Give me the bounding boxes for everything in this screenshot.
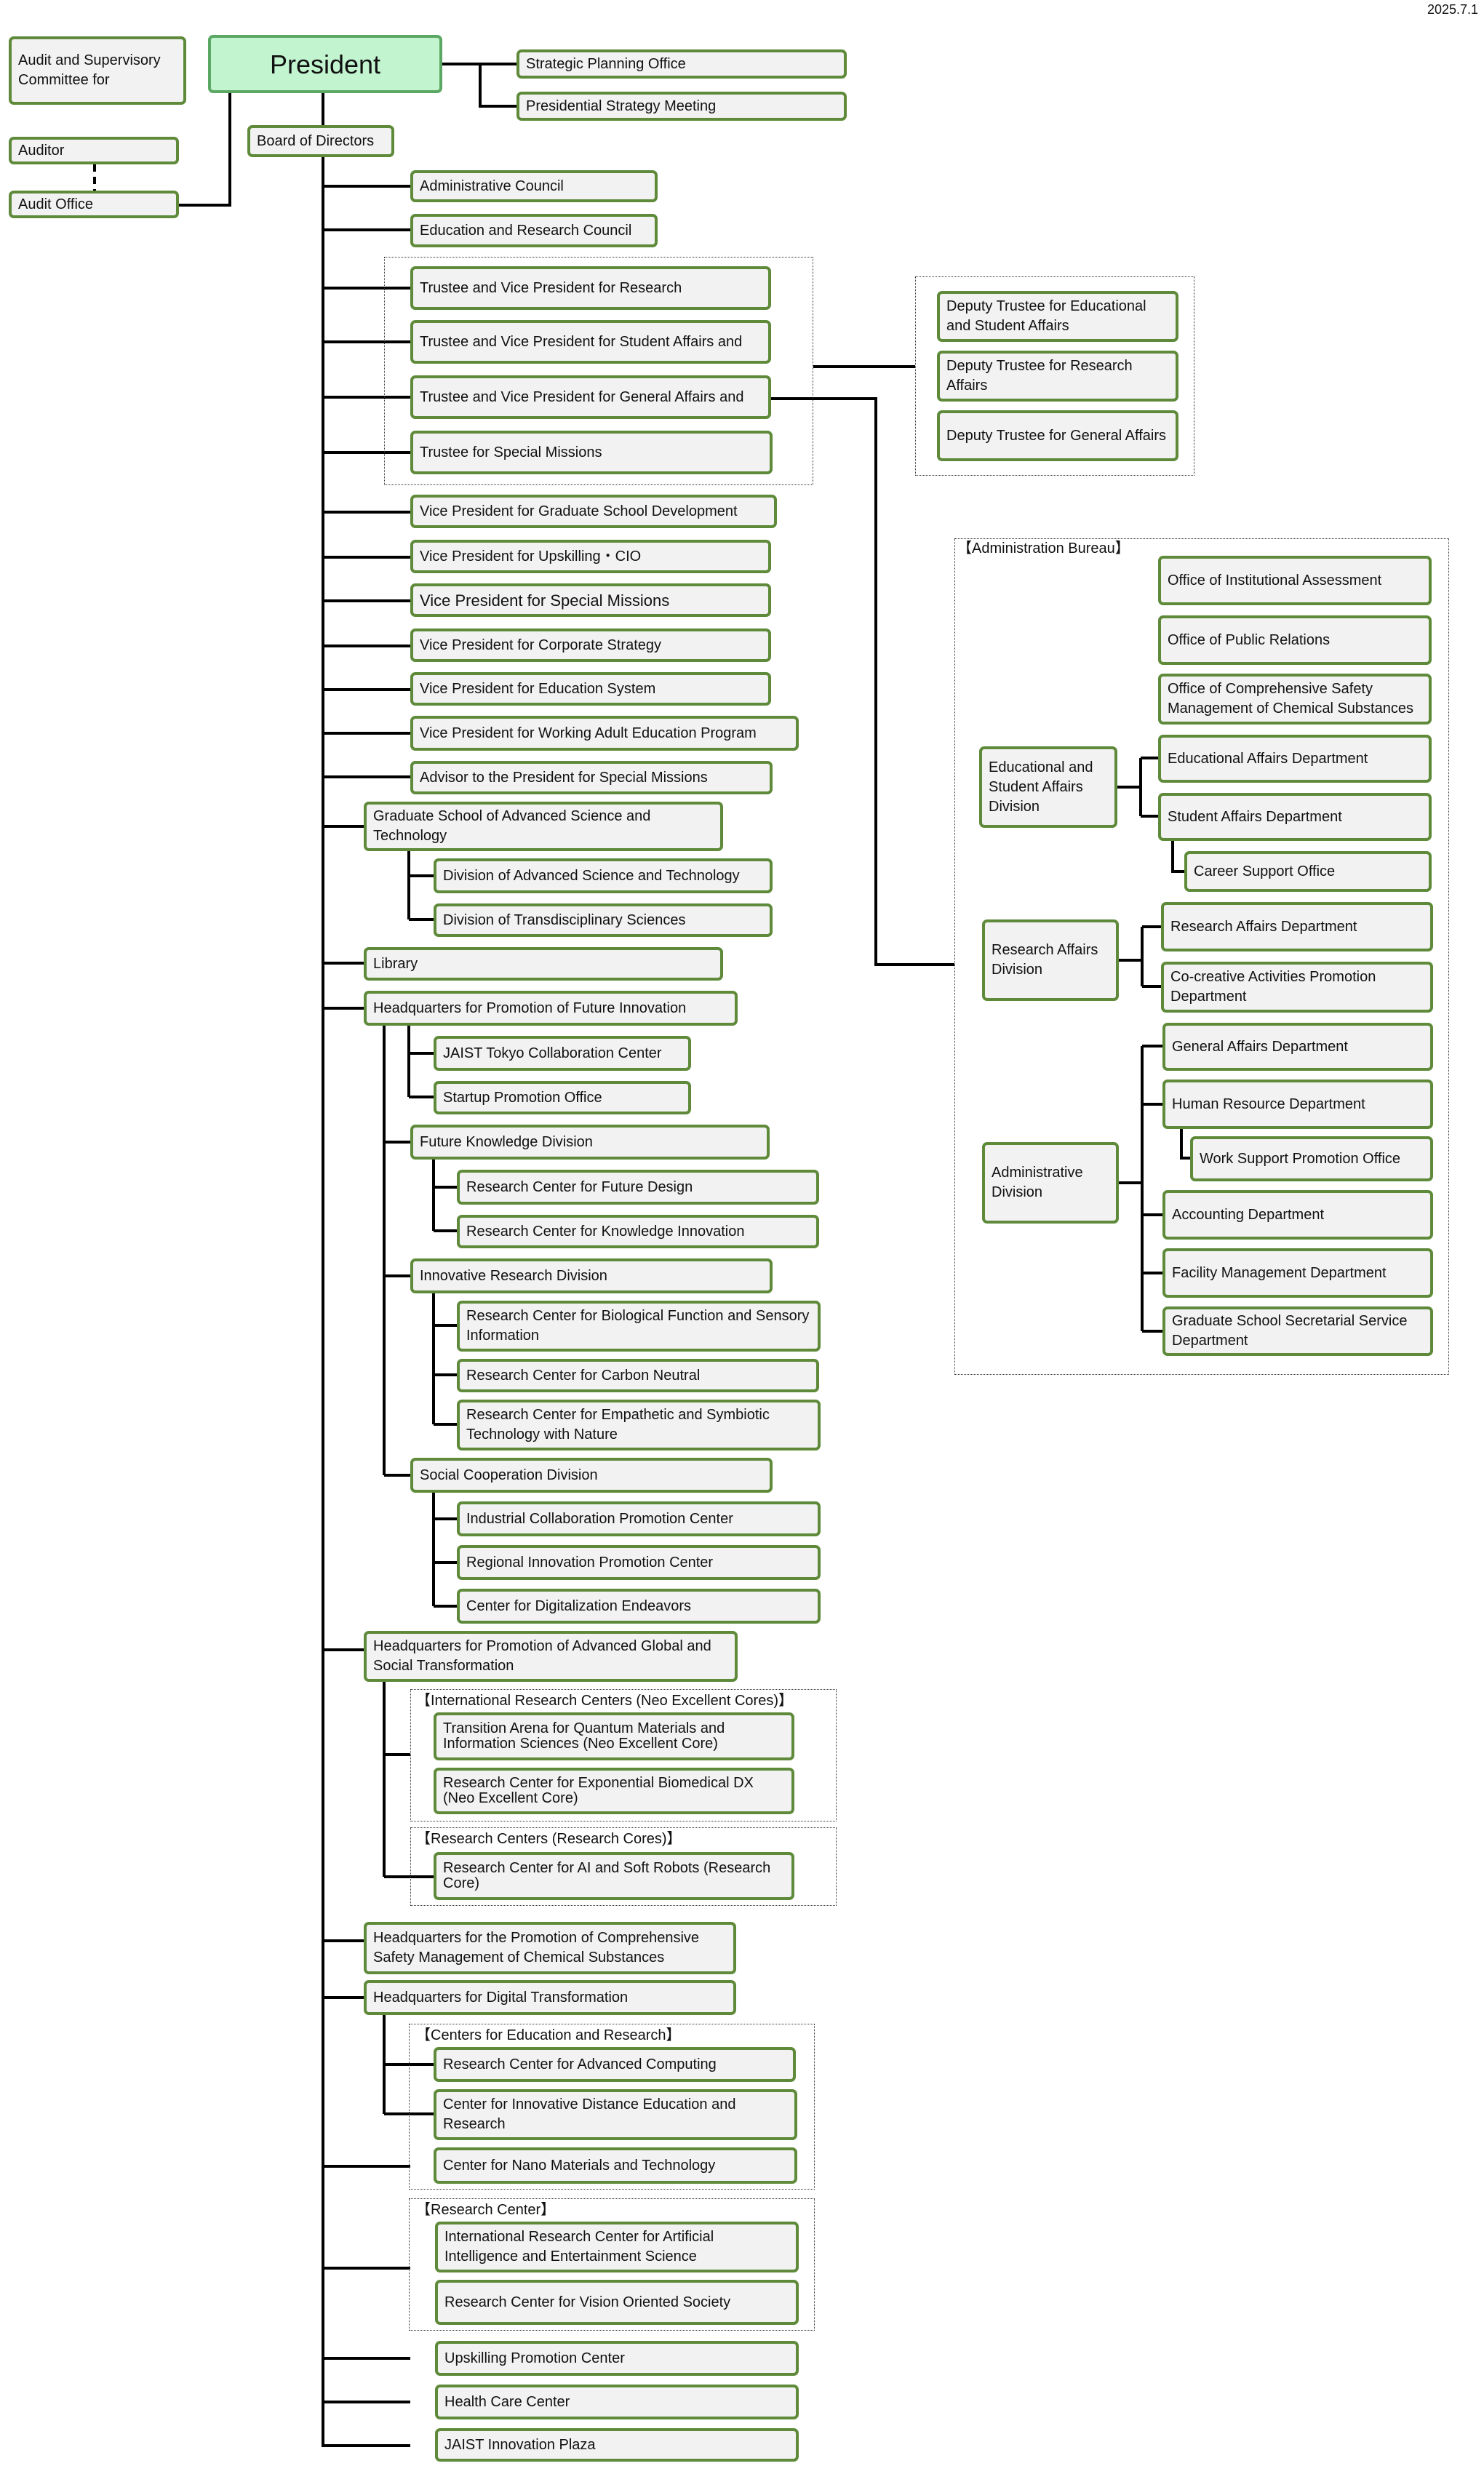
administrative-division-box: Administrative Division <box>982 1142 1119 1224</box>
ai-soft-robots-box: Research Center for AI and Soft Robots (… <box>434 1852 794 1900</box>
center-empathetic-technology-box: Research Center for Empathetic and Symbi… <box>457 1400 821 1451</box>
board-of-directors-box: Board of Directors <box>247 125 394 157</box>
library-box: Library <box>364 947 723 981</box>
human-resource-department-box: Human Resource Department <box>1162 1080 1433 1129</box>
research-affairs-division-box: Research Affairs Division <box>982 919 1119 1001</box>
office-institutional-assessment-box: Office of Institutional Assessment <box>1158 556 1432 605</box>
division-advanced-science-box: Division of Advanced Science and Technol… <box>434 858 773 893</box>
nano-materials-center-box: Center for Nano Materials and Technology <box>434 2147 797 2184</box>
strategic-planning-office-box: Strategic Planning Office <box>516 49 847 79</box>
co-creative-activities-department-box: Co-creative Activities Promotion Departm… <box>1161 962 1433 1013</box>
health-care-center-box: Health Care Center <box>435 2385 799 2419</box>
educational-student-affairs-division-box: Educational and Student Affairs Division <box>979 746 1117 828</box>
vp-education-system-box: Vice President for Education System <box>410 672 771 706</box>
general-affairs-department-box: General Affairs Department <box>1162 1023 1433 1071</box>
research-center-group <box>409 2198 815 2331</box>
deputy-general-box: Deputy Trustee for General Affairs <box>937 410 1178 461</box>
neo-cores-group <box>410 1689 837 1821</box>
center-knowledge-innovation-box: Research Center for Knowledge Innovation <box>457 1215 819 1248</box>
connector-line <box>179 93 231 207</box>
date-label: 2025.7.1 <box>1427 2 1479 17</box>
trustees-group <box>384 257 813 485</box>
administrative-council-box: Administrative Council <box>410 170 658 202</box>
vision-oriented-society-box: Research Center for Vision Oriented Soci… <box>435 2280 799 2325</box>
work-support-promotion-office-box: Work Support Promotion Office <box>1190 1136 1433 1181</box>
education-research-council-box: Education and Research Council <box>410 214 658 247</box>
innovation-plaza-box: JAIST Innovation Plaza <box>435 2428 799 2462</box>
neo-cores-label: 【International Research Centers (Neo Exc… <box>416 1693 793 1709</box>
connector-line <box>479 64 516 108</box>
facility-management-department-box: Facility Management Department <box>1162 1248 1433 1298</box>
career-support-office-box: Career Support Office <box>1184 851 1432 892</box>
connector-line <box>1171 841 1184 873</box>
hq-global-social-box: Headquarters for Promotion of Advanced G… <box>364 1631 738 1682</box>
advanced-computing-center-box: Research Center for Advanced Computing <box>434 2047 796 2082</box>
hq-chemical-safety-box: Headquarters for the Promotion of Compre… <box>364 1922 736 1974</box>
startup-promotion-office-box: Startup Promotion Office <box>434 1081 691 1114</box>
social-cooperation-division-box: Social Cooperation Division <box>410 1458 773 1493</box>
digitalization-endeavors-center-box: Center for Digitalization Endeavors <box>457 1589 821 1624</box>
president-box: President <box>208 35 442 93</box>
accounting-department-box: Accounting Department <box>1162 1190 1433 1240</box>
division-transdisciplinary-box: Division of Transdisciplinary Sciences <box>434 903 773 937</box>
vp-corporate-strategy-box: Vice President for Corporate Strategy <box>410 629 771 662</box>
graduate-school-secretarial-department-box: Graduate School Secretarial Service Depa… <box>1162 1306 1433 1356</box>
office-chemical-safety-box: Office of Comprehensive Safety Managemen… <box>1158 674 1432 725</box>
education-research-centers-label: 【Centers for Education and Research】 <box>416 2027 681 2043</box>
tokyo-collaboration-center-box: JAIST Tokyo Collaboration Center <box>434 1036 691 1071</box>
graduate-school-box: Graduate School of Advanced Science and … <box>364 802 723 851</box>
deputy-trustees-group <box>915 276 1194 476</box>
trustee-general-affairs-box: Trustee and Vice President for General A… <box>410 375 771 419</box>
center-biological-function-box: Research Center for Biological Function … <box>457 1301 821 1352</box>
research-affairs-department-box: Research Affairs Department <box>1161 902 1433 951</box>
audit-office-box: Audit Office <box>9 191 179 218</box>
trustee-special-missions-box: Trustee for Special Missions <box>410 431 773 474</box>
office-public-relations-box: Office of Public Relations <box>1158 615 1432 665</box>
research-cores-label: 【Research Centers (Research Cores)】 <box>416 1831 682 1847</box>
research-cores-group <box>410 1827 837 1906</box>
administration-bureau-label: 【Administration Bureau】 <box>957 540 1130 556</box>
presidential-strategy-meeting-box: Presidential Strategy Meeting <box>516 92 847 121</box>
educational-affairs-department-box: Educational Affairs Department <box>1158 735 1432 783</box>
ai-entertainment-center-box: International Research Center for Artifi… <box>435 2222 799 2273</box>
advisor-special-missions-box: Advisor to the President for Special Mis… <box>410 761 773 794</box>
vp-special-missions-box: Vice President for Special Missions <box>410 583 771 617</box>
education-research-centers-group <box>409 2024 815 2190</box>
vp-upskilling-box: Vice President for Upskilling・CIO <box>410 540 771 573</box>
exponential-biomedical-box: Research Center for Exponential Biomedic… <box>434 1768 794 1814</box>
deputy-research-box: Deputy Trustee for Research Affairs <box>937 351 1178 402</box>
auditor-box: Auditor <box>9 137 179 164</box>
research-center-label: 【Research Center】 <box>416 2202 556 2218</box>
hq-digital-transformation-box: Headquarters for Digital Transformation <box>364 1980 736 2015</box>
connector-line <box>771 397 954 966</box>
innovative-research-division-box: Innovative Research Division <box>410 1258 773 1293</box>
trustee-student-affairs-box: Trustee and Vice President for Student A… <box>410 320 771 364</box>
student-affairs-department-box: Student Affairs Department <box>1158 793 1432 841</box>
industrial-collaboration-center-box: Industrial Collaboration Promotion Cente… <box>457 1501 821 1536</box>
deputy-educational-box: Deputy Trustee for Educational and Stude… <box>937 291 1178 342</box>
vp-working-adult-box: Vice President for Working Adult Educati… <box>410 716 799 751</box>
audit-committee-box: Audit and Supervisory Committee for <box>9 36 186 105</box>
regional-innovation-center-box: Regional Innovation Promotion Center <box>457 1545 821 1580</box>
trustee-research-box: Trustee and Vice President for Research <box>410 266 771 310</box>
administration-bureau-group <box>954 538 1449 1375</box>
distance-education-center-box: Center for Innovative Distance Education… <box>434 2089 797 2140</box>
center-future-design-box: Research Center for Future Design <box>457 1170 819 1205</box>
future-knowledge-division-box: Future Knowledge Division <box>410 1125 770 1160</box>
connector-line <box>1180 1129 1190 1160</box>
transition-arena-box: Transition Arena for Quantum Materials a… <box>434 1712 794 1760</box>
hq-future-innovation-box: Headquarters for Promotion of Future Inn… <box>364 991 738 1026</box>
upskilling-promotion-center-box: Upskilling Promotion Center <box>435 2341 799 2376</box>
center-carbon-neutral-box: Research Center for Carbon Neutral <box>457 1359 819 1392</box>
vp-graduate-school-box: Vice President for Graduate School Devel… <box>410 495 777 528</box>
